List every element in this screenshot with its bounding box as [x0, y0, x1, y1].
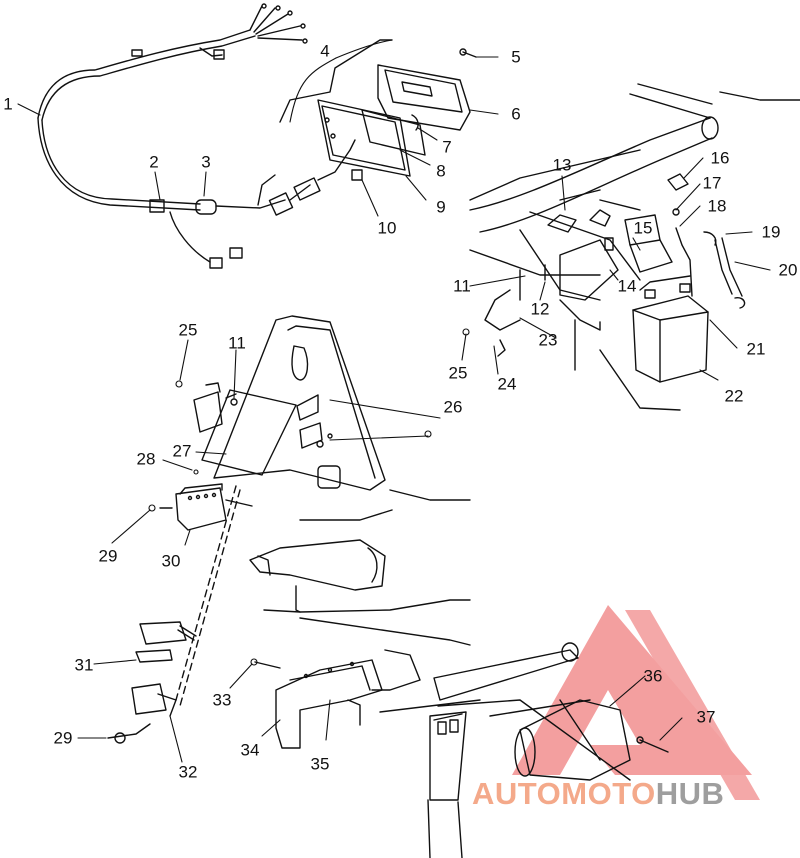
callout-19: 19 — [761, 222, 781, 242]
rectifier-block — [159, 483, 227, 531]
watermark-logo-icon — [512, 605, 760, 800]
callout-29: 29 — [98, 546, 118, 566]
callout-36: 36 — [643, 666, 663, 686]
callout-1: 1 — [3, 94, 13, 114]
callout-35: 35 — [310, 754, 330, 774]
callout-17: 17 — [702, 173, 722, 193]
callout-3: 3 — [201, 152, 211, 172]
callout-14: 14 — [617, 276, 637, 296]
callout-4: 4 — [320, 41, 330, 61]
callout-30: 30 — [161, 551, 181, 571]
callout-16: 16 — [710, 148, 730, 168]
leader-lines — [17, 39, 771, 763]
starter-frame — [427, 642, 669, 858]
callout-32: 32 — [178, 762, 198, 782]
callout-29: 29 — [53, 728, 73, 748]
battery — [599, 173, 746, 411]
callout-24: 24 — [497, 374, 517, 394]
callout-13: 13 — [552, 155, 572, 175]
callout-10: 10 — [377, 218, 397, 238]
callout-9: 9 — [436, 197, 446, 217]
frame-top-right — [469, 83, 800, 371]
callout-28: 28 — [136, 449, 156, 469]
callout-23: 23 — [538, 330, 558, 350]
wiring-harness — [37, 3, 356, 269]
callout-6: 6 — [511, 104, 521, 124]
callout-18: 18 — [707, 196, 727, 216]
callout-27: 27 — [172, 441, 192, 461]
callout-20: 20 — [778, 260, 798, 280]
fuse-holder — [107, 621, 197, 744]
callout-8: 8 — [436, 161, 446, 181]
callout-25: 25 — [448, 363, 468, 383]
callout-31: 31 — [74, 655, 94, 675]
callout-7: 7 — [442, 137, 452, 157]
callout-25: 25 — [178, 320, 198, 340]
callout-37: 37 — [696, 707, 716, 727]
callout-26: 26 — [443, 397, 463, 417]
callout-11: 11 — [453, 276, 471, 296]
dashed-wire — [175, 485, 241, 707]
callout-2: 2 — [149, 152, 159, 172]
callout-21: 21 — [746, 339, 766, 359]
callout-22: 22 — [724, 386, 744, 406]
callout-5: 5 — [511, 47, 521, 67]
callout-34: 34 — [240, 740, 260, 760]
watermark-text: AUTOMOTOHUB — [472, 776, 724, 812]
tail-light-assembly — [279, 39, 477, 181]
watermark-part-2: HUB — [655, 776, 725, 811]
callout-15: 15 — [633, 218, 653, 238]
callout-11: 11 — [228, 333, 246, 353]
battery-cover — [254, 659, 383, 749]
watermark-part-1: AUTOMOTO — [472, 776, 656, 811]
callout-12: 12 — [530, 299, 550, 319]
frame-lower — [249, 489, 481, 726]
callout-33: 33 — [212, 690, 232, 710]
